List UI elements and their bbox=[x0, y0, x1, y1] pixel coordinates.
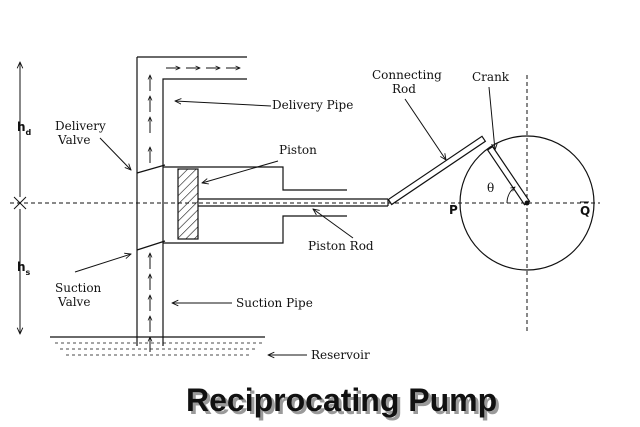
crank-leader bbox=[488, 86, 495, 150]
piston-rod bbox=[198, 198, 389, 207]
connecting-rod bbox=[387, 135, 487, 206]
piston-leader bbox=[202, 160, 279, 183]
crank-label: Crank bbox=[472, 70, 510, 84]
connecting-rod-label-line1: Connecting bbox=[372, 68, 442, 82]
crank-centre bbox=[524, 200, 530, 206]
connecting-rod-leader bbox=[404, 98, 446, 160]
height-dimensions bbox=[13, 62, 27, 334]
suction-valve-leader bbox=[74, 254, 131, 273]
suction-valve bbox=[136, 240, 166, 251]
pipe-column bbox=[136, 56, 347, 346]
theta-arc bbox=[506, 187, 515, 204]
connecting-rod-label-line2: Rod bbox=[392, 82, 416, 96]
axis-cross-mark-2 bbox=[13, 196, 27, 210]
leader-arrows bbox=[74, 86, 495, 355]
suction-pipe-label: Suction Pipe bbox=[236, 296, 313, 310]
delivery-valve-label-line2: Valve bbox=[57, 133, 90, 147]
piston bbox=[177, 168, 199, 240]
title-shadow: Reciprocating Pump bbox=[189, 385, 500, 421]
crank-assembly bbox=[387, 75, 595, 332]
piston-rod-leader bbox=[313, 209, 354, 239]
diagram-title: Reciprocating Pump bbox=[186, 382, 497, 418]
suction-valve-label-line2: Valve bbox=[57, 295, 90, 309]
hd-label: hd bbox=[17, 120, 32, 137]
delivery-pipe-label: Delivery Pipe bbox=[272, 98, 353, 112]
reservoir bbox=[50, 336, 265, 356]
theta-label: θ bbox=[487, 181, 494, 195]
delivery-valve-label-line1: Delivery bbox=[55, 119, 106, 133]
piston-label: Piston bbox=[279, 143, 317, 157]
delivery-pipe-leader bbox=[175, 101, 272, 107]
delivery-valve-leader bbox=[99, 137, 131, 170]
crank-circle bbox=[459, 135, 595, 271]
suction-valve-label-line1: Suction bbox=[55, 281, 102, 295]
hs-label: hs bbox=[17, 260, 31, 277]
point-q-label: Q bbox=[580, 204, 590, 218]
piston-rod-label: Piston Rod bbox=[308, 239, 374, 253]
point-p-label: P bbox=[449, 203, 458, 217]
reservoir-label: Reservoir bbox=[311, 348, 370, 362]
delivery-valve bbox=[136, 164, 166, 174]
